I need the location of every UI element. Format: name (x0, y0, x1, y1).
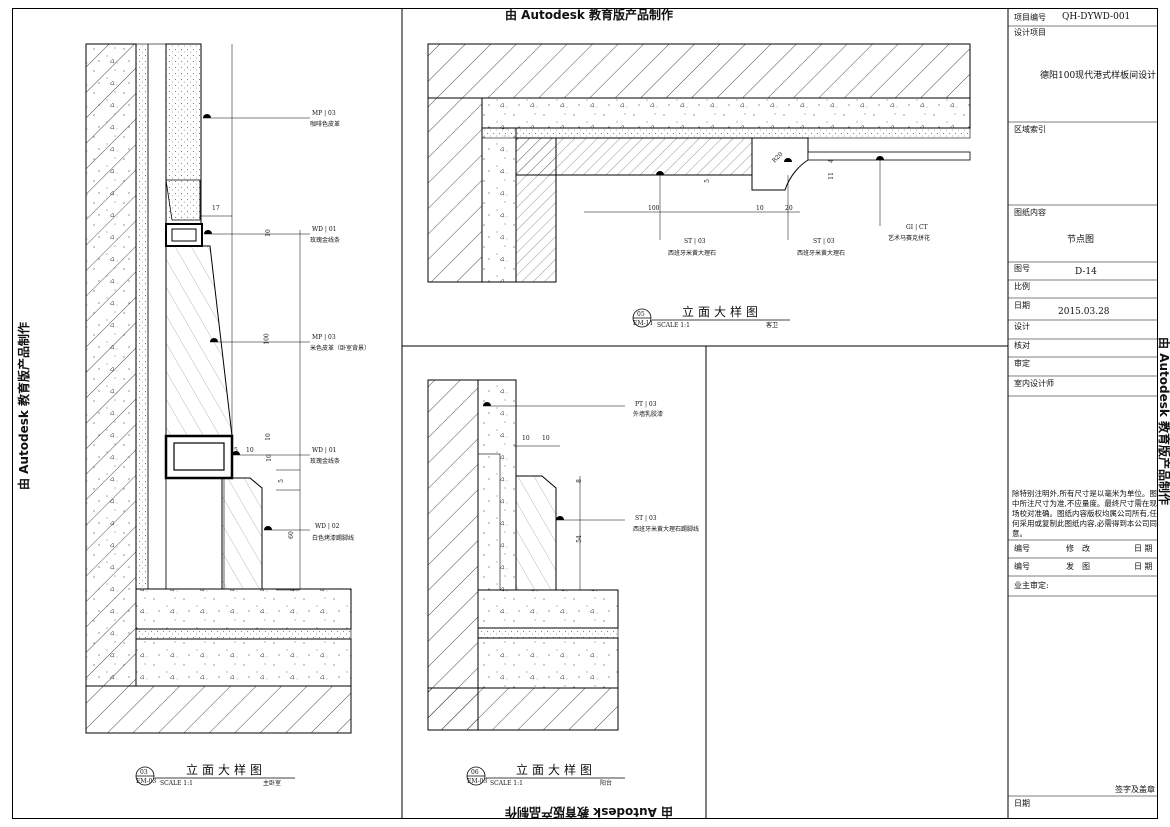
detail-room: 阳台 (600, 780, 613, 787)
owner-approval-label: 业主审定: (1014, 581, 1049, 590)
annotation-tag: MP | 03 (312, 334, 336, 341)
annotation-text: 米色皮革（卧室背景） (310, 345, 371, 352)
date-label: 日期 (1014, 301, 1030, 310)
annotation-tag: WD | 02 (315, 523, 340, 530)
dimension-label: 10 (522, 435, 530, 442)
detail-sheet: EM-11 (633, 320, 654, 327)
detail-03-drawing (85, 43, 352, 734)
annotation-tag: MP | 03 (312, 110, 336, 117)
dimension-label: 10 (264, 229, 272, 237)
annotation-text: 咖啡色皮革 (310, 121, 341, 128)
general-notes: 除特别注明外,所有尺寸是以毫米为单位。图中所注尺寸为准,不应量度。最终尺寸需在现… (1012, 489, 1157, 538)
dimension-label: 5 (277, 479, 285, 483)
detail-room: 客卫 (766, 322, 779, 329)
rev-modify-label: 修 改 (1066, 544, 1090, 553)
dimension-label: 8 (575, 479, 583, 483)
watermark-top: 由 Autodesk 教育版产品制作 (505, 8, 674, 22)
annotation-text: 外墙乳胶漆 (633, 411, 664, 418)
signature-label: 签字及盖章 (1115, 785, 1155, 794)
annotation-tag: ST | 03 (635, 515, 657, 522)
detail-title-symbols (135, 308, 790, 786)
dimension-label: 100 (648, 205, 660, 212)
detail-sheet: EM-03 (467, 778, 488, 785)
annotation-text: 艺术马赛克拼花 (888, 235, 931, 242)
dimension-label: 10 (246, 447, 254, 454)
annotation-tag: GI | CT (906, 224, 928, 231)
watermark-bottom: 由 Autodesk 教育版产品制作 (505, 805, 674, 819)
dimension-label: 20 (785, 205, 793, 212)
design-project-label: 设计项目 (1014, 28, 1046, 37)
annotation-tag: PT | 03 (635, 401, 657, 408)
check-label: 核对 (1014, 341, 1030, 350)
issue-date-label: 日 期 (1134, 562, 1153, 571)
project-no-label: 项目编号 (1014, 13, 1046, 22)
dimension-label: 10 (756, 205, 764, 212)
bottom-date-label: 日期 (1014, 799, 1030, 808)
detail-scale: SCALE 1:1 (657, 322, 690, 329)
detail-sheet: EM-03 (136, 778, 157, 785)
scale-label: 比例 (1014, 282, 1030, 291)
detail-title: 立面大样图 (682, 305, 763, 319)
detail-room: 主卧室 (263, 780, 282, 787)
dimension-label: 5 (703, 179, 711, 183)
dimension-label: 11 (827, 172, 835, 180)
drawing-no: D-14 (1075, 267, 1097, 277)
design-project: 德阳100现代港式样板间设计 (1040, 71, 1157, 81)
drawing-no-label: 图号 (1014, 264, 1030, 273)
detail-number: 03 (140, 769, 148, 776)
annotation-tag: WD | 01 (312, 226, 337, 233)
annotation-text: 白色烤漆踢脚线 (312, 535, 355, 542)
issue-label: 发 图 (1066, 562, 1090, 571)
watermark-right: 由 Autodesk 教育版产品制作 (1157, 336, 1170, 506)
detail-06-drawing (427, 379, 625, 731)
detail-title: 立面大样图 (516, 763, 597, 777)
dimension-label: 17 (212, 205, 220, 212)
date-value: 2015.03.28 (1058, 307, 1110, 317)
dimension-label: 100 (263, 333, 271, 345)
design-label: 设计 (1014, 322, 1030, 331)
annotation-tag: ST | 03 (813, 238, 835, 245)
rev-no-label: 编号 (1014, 544, 1030, 553)
dimension-label: 10 (542, 435, 550, 442)
annotation-tag: ST | 03 (684, 238, 706, 245)
detail-number: 06 (471, 769, 479, 776)
project-no: QH-DYWD-001 (1062, 12, 1131, 22)
interior-designer-label: 室内设计师 (1014, 379, 1054, 388)
title-block-lines (1008, 25, 1158, 797)
detail-title: 立面大样图 (186, 763, 267, 777)
dimension-label: 4 (827, 159, 835, 163)
dimension-label: 60 (287, 531, 295, 539)
annotation-tag: WD | 01 (312, 447, 337, 454)
drawing-content-label: 图纸内容 (1014, 208, 1046, 217)
area-index-label: 区域索引 (1014, 125, 1046, 134)
rev-date-label: 日 期 (1134, 544, 1153, 553)
annotation-text: 西班牙米黄大理石 (668, 250, 717, 257)
detail-scale: SCALE 1:1 (160, 780, 193, 787)
review-label: 审定 (1014, 359, 1030, 368)
dimension-label: 54 (575, 535, 583, 543)
detail-number: 05 (637, 311, 645, 318)
annotation-text: 西班牙米黄大理石 (797, 250, 846, 257)
dimension-label: 5 (234, 447, 238, 454)
dimension-label: 10 (265, 454, 273, 462)
sheet-grid-lines (401, 8, 1009, 819)
issue-no-label: 编号 (1014, 562, 1030, 571)
watermark-left: 由 Autodesk 教育版产品制作 (17, 321, 32, 491)
annotation-text: 西班牙米黄大理石踢脚线 (633, 526, 700, 533)
annotation-text: 玫瑰金线条 (310, 237, 341, 244)
annotation-text: 玫瑰金线条 (310, 458, 341, 465)
drawing-content: 节点图 (1067, 235, 1095, 245)
detail-scale: SCALE 1:1 (490, 780, 523, 787)
drawing-frame (12, 8, 1158, 819)
detail-05-drawing (427, 43, 971, 283)
dimension-label: 10 (264, 433, 272, 441)
